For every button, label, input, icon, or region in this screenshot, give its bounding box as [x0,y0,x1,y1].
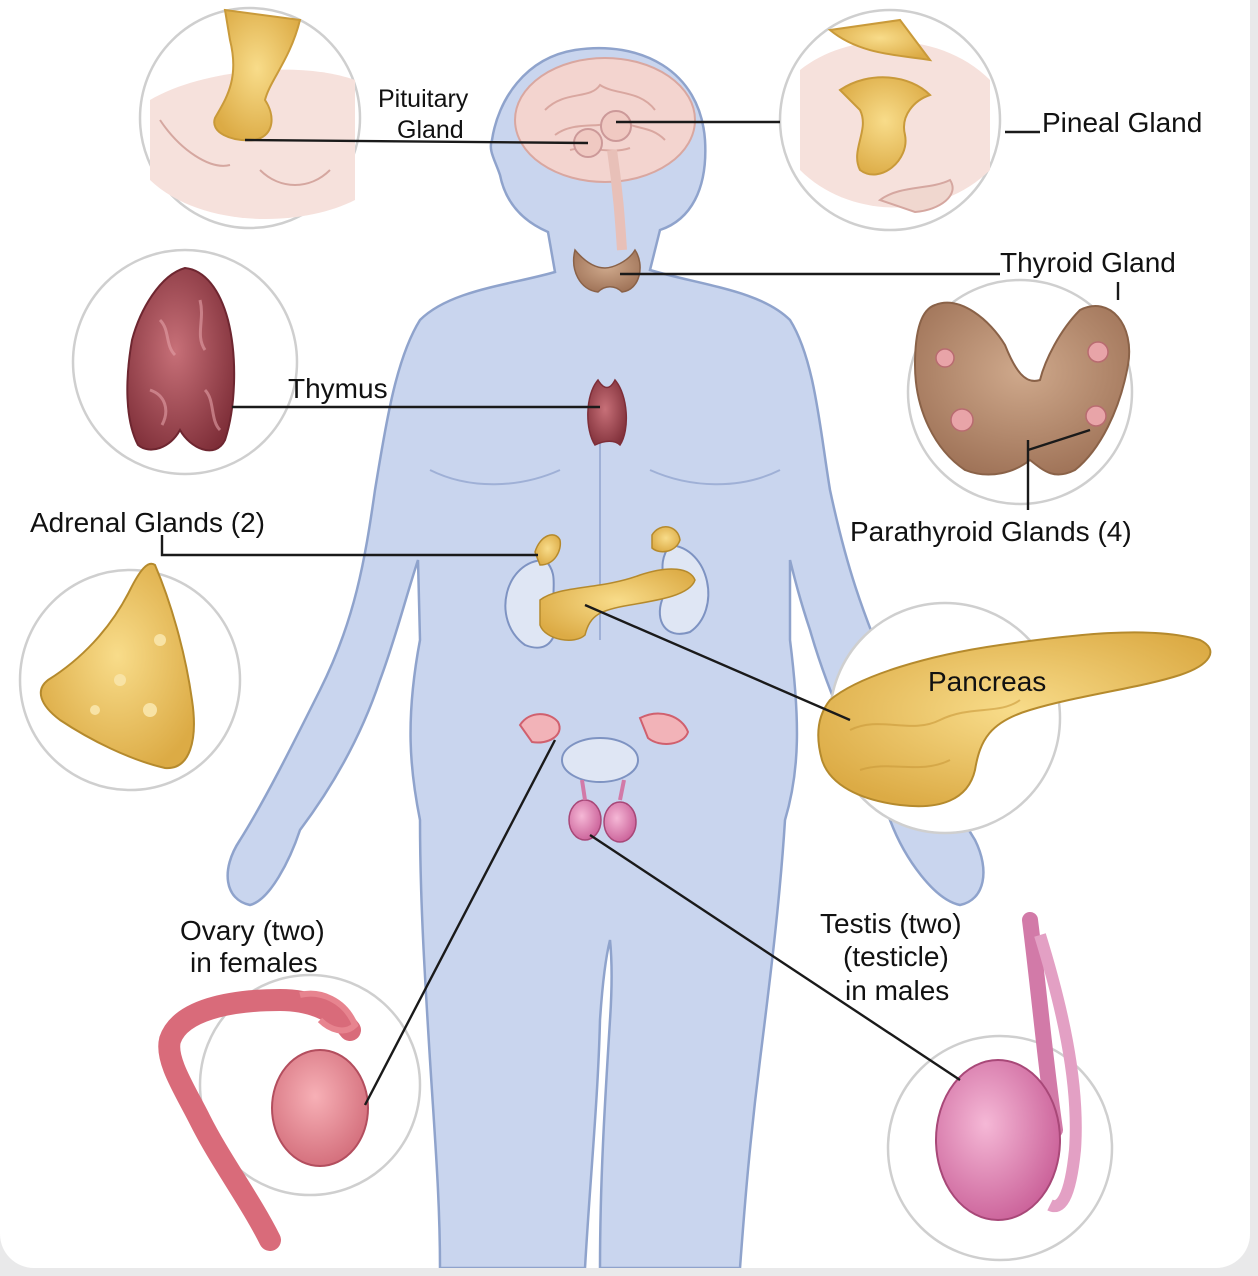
ovary-body [272,1050,368,1166]
label-pineal-gland: Pineal Gland [1042,107,1202,138]
ovary-inset [169,975,420,1240]
label-thymus: Thymus [288,373,388,404]
pineal-on-body [601,111,631,141]
testis-body [936,1060,1060,1220]
pituitary-inset [140,8,360,228]
label-testis-line2: (testicle) [843,941,949,972]
thymus-on-body [588,380,626,445]
label-ovary-line1: Ovary (two) [180,915,325,946]
label-ovary-line2: in females [190,947,318,978]
label-testis-line3: in males [845,975,949,1006]
pineal-inset [780,10,1000,230]
label-pituitary-line1: Pituitary [378,85,469,113]
label-pancreas: Pancreas [928,666,1046,697]
parathyroid-inset [908,280,1132,504]
label-adrenal-glands: Adrenal Glands (2) [30,507,265,538]
label-testis-line1: Testis (two) [820,908,962,939]
adrenal-inset [20,564,240,790]
label-pituitary-line2: Gland [397,116,464,144]
label-thyroid-gland: Thyroid Gland [1000,247,1176,278]
label-parathyroid-glands: Parathyroid Glands (4) [850,516,1132,547]
pancreas-inset [818,603,1210,833]
thymus-inset [73,250,297,474]
